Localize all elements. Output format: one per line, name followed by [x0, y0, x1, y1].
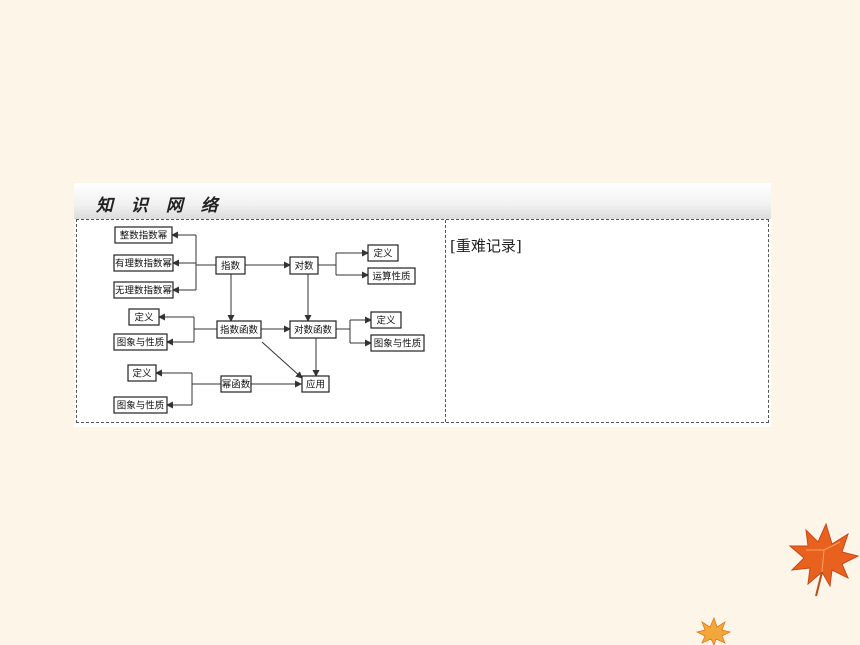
- svg-text:图象与性质: 图象与性质: [117, 400, 165, 412]
- column-divider: [445, 220, 446, 422]
- edge-exponent-bracket: [195, 235, 216, 290]
- edge-expfunc-application: [261, 341, 303, 379]
- diagram-frame: [76, 219, 769, 423]
- maple-leaf-small-icon: [696, 616, 732, 645]
- svg-text:无理数指数幂: 无理数指数幂: [115, 285, 173, 297]
- edge-log-bracket: [318, 253, 337, 275]
- edge-logfunc-bracket: [336, 320, 351, 343]
- svg-text:图象与性质: 图象与性质: [374, 338, 422, 350]
- node-exponent: 指数: [215, 256, 246, 275]
- node-exp-def: 定义: [128, 308, 160, 326]
- svg-text:应用: 应用: [306, 379, 325, 391]
- knowledge-network-panel: 知 识 网 络 [重难记录]: [74, 183, 771, 427]
- svg-text:定义: 定义: [132, 368, 152, 380]
- node-pow-func: 幂函数: [220, 375, 252, 393]
- section-banner: 知 识 网 络: [74, 183, 771, 219]
- svg-text:幂函数: 幂函数: [222, 379, 251, 391]
- maple-leaf-large-icon: [788, 522, 860, 597]
- svg-text:指数: 指数: [221, 260, 241, 272]
- node-log-func: 对数函数: [289, 320, 337, 339]
- node-log-def: 定义: [367, 244, 399, 262]
- node-rat-exp: 有理数指数幂: [113, 254, 174, 272]
- node-application: 应用: [301, 375, 330, 393]
- edge-expfunc-bracket: [193, 317, 217, 342]
- node-irr-exp: 无理数指数幂: [113, 281, 174, 299]
- svg-text:定义: 定义: [373, 248, 393, 260]
- svg-text:定义: 定义: [134, 312, 154, 324]
- node-pow-def: 定义: [127, 364, 157, 382]
- node-logf-graph: 图象与性质: [370, 334, 425, 352]
- edge-powfunc-bracket: [191, 373, 221, 405]
- svg-text:指数函数: 指数函数: [220, 324, 259, 336]
- svg-text:定义: 定义: [376, 315, 396, 327]
- node-exp-func: 指数函数: [216, 320, 262, 339]
- node-int-exp: 整数指数幂: [114, 226, 173, 244]
- notes-title: [重难记录]: [450, 237, 522, 255]
- edges: [155, 231, 372, 409]
- svg-text:对数函数: 对数函数: [294, 324, 333, 336]
- banner-title: 知 识 网 络: [96, 196, 224, 216]
- svg-text:图象与性质: 图象与性质: [117, 337, 165, 349]
- svg-text:整数指数幂: 整数指数幂: [120, 230, 168, 242]
- node-log-ops: 运算性质: [367, 267, 416, 285]
- node-exp-graph: 图象与性质: [113, 333, 168, 351]
- svg-text:对数: 对数: [294, 260, 314, 272]
- svg-text:运算性质: 运算性质: [372, 271, 411, 283]
- node-pow-graph: 图象与性质: [113, 396, 168, 414]
- node-logf-def: 定义: [370, 311, 402, 329]
- concept-map: 整数指数幂 有理数指数幂 无理数指数幂 指数 对数 定义 运算性质 定义: [113, 226, 425, 414]
- node-log: 对数: [289, 256, 319, 275]
- svg-text:有理数指数幂: 有理数指数幂: [115, 258, 173, 270]
